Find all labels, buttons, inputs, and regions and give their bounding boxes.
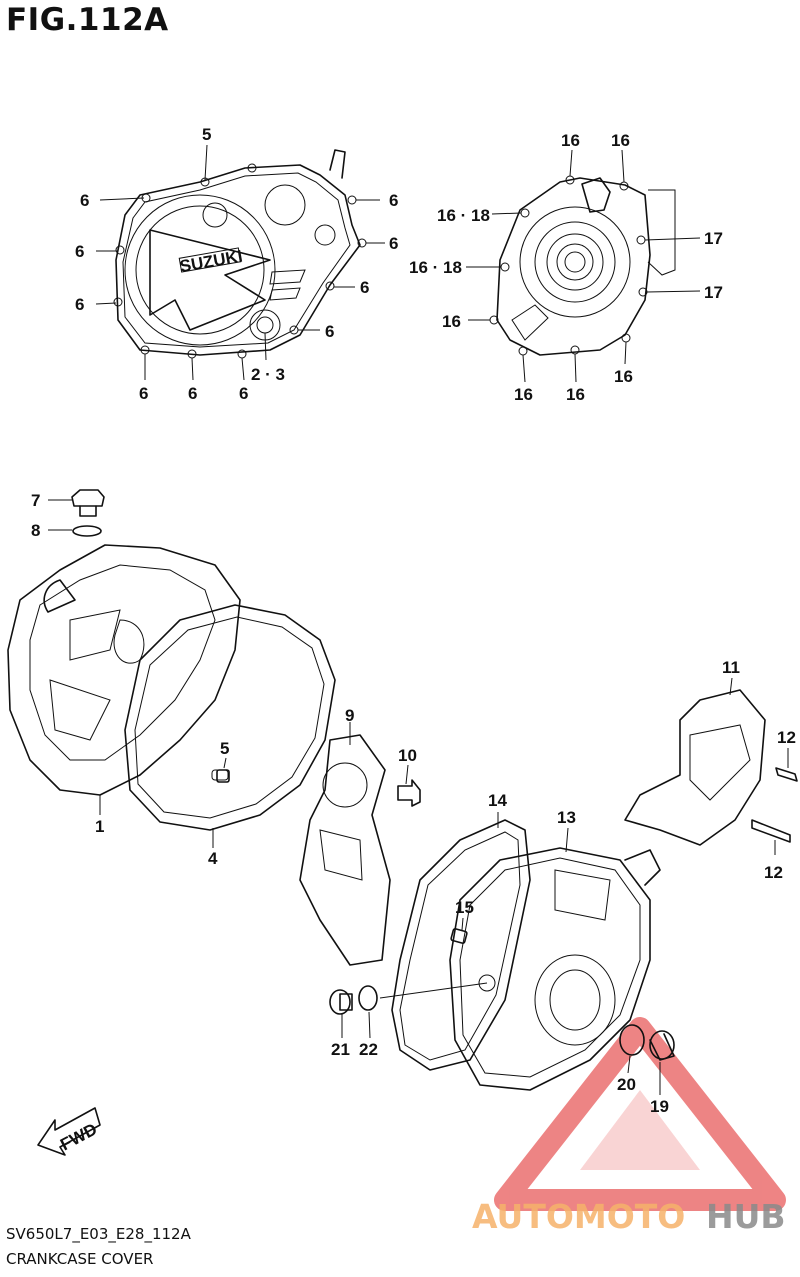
- generator-cover-guard: [624, 677, 766, 846]
- oil-filler-cap: [48, 489, 105, 537]
- callout-17-b: 17: [704, 283, 723, 302]
- leaders-top-right: [466, 149, 701, 383]
- figure-code: SV650L7_E03_E28_112A: [6, 1225, 191, 1243]
- generator-cover-outline: [489, 175, 676, 356]
- callout-6-a: 6: [80, 191, 89, 210]
- callout-6-d: 6: [139, 384, 148, 403]
- figure-name: CRANKCASE COVER: [6, 1250, 154, 1268]
- generator-gasket: [391, 812, 531, 1071]
- callout-2-3: 2 · 3: [251, 365, 285, 384]
- callout-5-top: 5: [202, 125, 211, 144]
- leaders-top-left: [95, 144, 385, 381]
- cover-bolt: [397, 764, 421, 807]
- clutch-gasket: [124, 604, 336, 848]
- callout-17-a: 17: [704, 229, 723, 248]
- callout-6-h: 6: [360, 278, 369, 297]
- callout-16-18-a: 16 · 18: [437, 206, 490, 225]
- generator-dowel: [450, 917, 468, 944]
- callout-6-c: 6: [75, 295, 84, 314]
- callout-16-e: 16: [566, 385, 585, 404]
- callout-6-f: 6: [239, 384, 248, 403]
- watermark-text-right: HUB: [706, 1197, 786, 1236]
- fwd-arrow-icon: [37, 1107, 101, 1156]
- callout-12-a: 12: [777, 728, 796, 747]
- callout-11: 11: [722, 658, 740, 677]
- callout-8: 8: [31, 521, 40, 540]
- clutch-cover-outline: [113, 149, 367, 359]
- plug-bolt: [329, 989, 353, 1038]
- generator-cover: [449, 827, 661, 1091]
- callout-9: 9: [345, 706, 354, 725]
- callout-16-18-b: 16 · 18: [409, 258, 462, 277]
- callout-16-d: 16: [514, 385, 533, 404]
- callout-10: 10: [398, 746, 417, 765]
- callout-20: 20: [617, 1075, 636, 1094]
- watermark-text-left: AUTOMOTO: [472, 1197, 685, 1236]
- callout-6-e: 6: [188, 384, 197, 403]
- callout-19: 19: [650, 1097, 669, 1116]
- figure-title: FIG.112A: [6, 2, 169, 38]
- callout-16-b: 16: [611, 131, 630, 150]
- callout-4: 4: [208, 849, 218, 868]
- plug-axis-line: [379, 982, 488, 999]
- inspection-oring: [619, 1024, 645, 1074]
- watermark-logo: [494, 1017, 786, 1211]
- callout-7: 7: [31, 491, 40, 510]
- callout-13: 13: [557, 808, 576, 827]
- callout-22: 22: [359, 1040, 378, 1059]
- callout-21: 21: [331, 1040, 350, 1059]
- inspection-plug: [649, 1030, 675, 1095]
- callout-15: 15: [455, 898, 474, 917]
- callout-6-j: 6: [389, 191, 398, 210]
- callout-6-b: 6: [75, 242, 84, 261]
- dowel-pin: [216, 757, 230, 783]
- callout-6-i: 6: [389, 234, 398, 253]
- callout-1: 1: [95, 817, 104, 836]
- callout-6-g: 6: [325, 322, 334, 341]
- clutch-cover: [7, 544, 241, 815]
- callout-16-a: 16: [561, 131, 580, 150]
- plug-gasket: [358, 985, 378, 1039]
- callout-12-b: 12: [764, 863, 783, 882]
- guard-bolt-upper: [775, 748, 798, 782]
- callout-16-c: 16: [442, 312, 461, 331]
- callout-16-f: 16: [614, 367, 633, 386]
- guard-bolt-lower: [751, 819, 791, 855]
- callout-5-mid: 5: [220, 739, 229, 758]
- cover-plate: [299, 722, 391, 966]
- callout-14: 14: [488, 791, 507, 810]
